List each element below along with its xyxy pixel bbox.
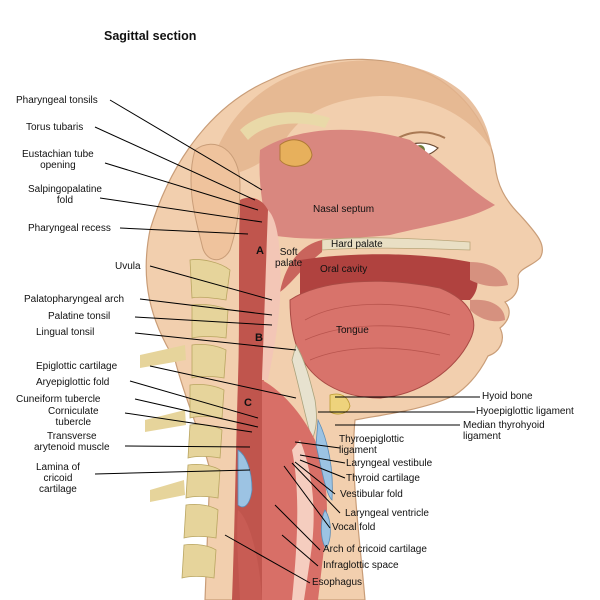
label-soft-palate: Soft palate xyxy=(275,247,303,269)
epiglottis-shape xyxy=(291,343,317,442)
label-vestibular-fold: Vestibular fold xyxy=(340,489,403,500)
region-marker-c: C xyxy=(244,397,252,409)
skull-base xyxy=(240,112,330,140)
label-tongue: Tongue xyxy=(336,325,369,336)
label-aryepiglottic-fold: Aryepiglottic fold xyxy=(36,377,110,388)
label-palatine-tonsil: Palatine tonsil xyxy=(48,311,111,322)
ear xyxy=(190,143,241,260)
nasal-cavity xyxy=(259,129,495,239)
label-vocal-fold: Vocal fold xyxy=(332,522,376,533)
label-corniculate-tubercle: Corniculate tubercle xyxy=(48,406,99,428)
label-thyroepiglottic-ligament: Thyroepiglottic ligament xyxy=(339,434,405,456)
label-lamina-of-cricoid-cartilage: Lamina of cricoid cartilage xyxy=(36,462,80,495)
label-hyoid-bone: Hyoid bone xyxy=(482,391,533,402)
label-laryngeal-vestibule: Laryngeal vestibule xyxy=(346,458,433,469)
label-salpingopalatine-fold: Salpingopalatine fold xyxy=(28,184,102,206)
thyroid-cartilage-shape xyxy=(315,418,333,501)
region-marker-b: B xyxy=(255,332,263,344)
region-marker-a: A xyxy=(256,245,264,257)
label-lingual-tonsil: Lingual tonsil xyxy=(36,327,95,338)
diagram-title: Sagittal section xyxy=(104,29,197,43)
label-hard-palate: Hard palate xyxy=(331,239,383,250)
label-arch-of-cricoid-cartilage: Arch of cricoid cartilage xyxy=(323,544,427,555)
label-thyroid-cartilage: Thyroid cartilage xyxy=(346,473,420,484)
label-eustachian-tube-opening: Eustachian tube opening xyxy=(22,149,94,171)
pharyngeal-airway xyxy=(262,210,281,380)
label-cuneiform-tubercle: Cuneiform tubercle xyxy=(16,394,101,405)
cricoid-shape xyxy=(237,449,253,508)
label-infraglottic-space: Infraglottic space xyxy=(323,560,399,571)
label-laryngeal-ventricle: Laryngeal ventricle xyxy=(345,508,429,519)
label-uvula: Uvula xyxy=(115,261,141,272)
vertebral-column xyxy=(140,259,231,579)
label-nasal-septum: Nasal septum xyxy=(313,204,375,215)
label-pharyngeal-tonsils: Pharyngeal tonsils xyxy=(16,95,98,106)
label-epiglottic-cartilage: Epiglottic cartilage xyxy=(36,361,118,372)
label-transverse-arytenoid-muscle: Transverse arytenoid muscle xyxy=(34,431,110,453)
upper-lip xyxy=(470,262,508,287)
hair xyxy=(205,60,492,190)
hyoid-bone-shape xyxy=(329,393,351,415)
lower-lip xyxy=(470,299,505,322)
label-oral-cavity: Oral cavity xyxy=(320,264,368,275)
esophagus-shape xyxy=(237,510,262,600)
label-median-thyrohyoid-ligament: Median thyrohyoid ligament xyxy=(463,420,545,442)
label-torus-tubaris: Torus tubaris xyxy=(26,122,84,133)
label-esophagus: Esophagus xyxy=(312,577,363,588)
hard-palate-shape xyxy=(321,237,471,251)
label-hyoepiglottic-ligament: Hyoepiglottic ligament xyxy=(476,406,574,417)
sphenoid-sinus xyxy=(279,139,313,167)
label-pharyngeal-recess: Pharyngeal recess xyxy=(28,223,111,234)
label-palatopharyngeal-arch: Palatopharyngeal arch xyxy=(24,294,125,305)
leader-lines xyxy=(94,99,480,584)
